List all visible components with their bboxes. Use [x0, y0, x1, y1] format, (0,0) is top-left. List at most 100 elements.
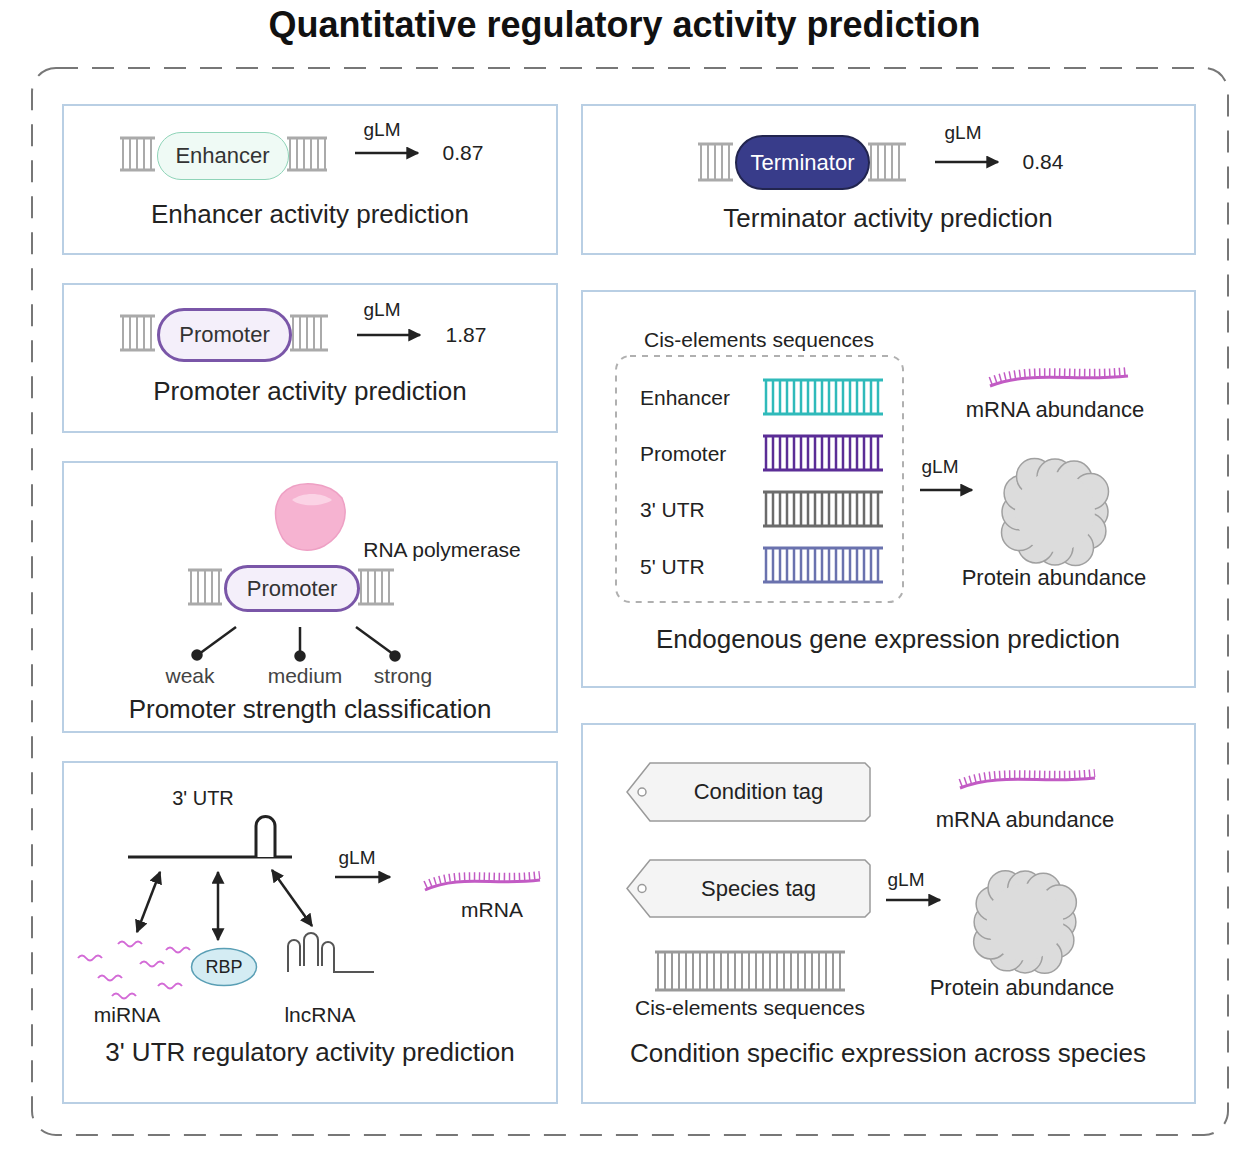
dna-strand [655, 989, 845, 992]
dna-rung [211, 570, 213, 604]
task-panel: EnhancerEnhancer activity prediction [62, 104, 558, 255]
dna-rung [707, 144, 709, 180]
figure-label: 0.87 [443, 141, 484, 165]
protein-blob [1001, 458, 1108, 565]
dna-rung [292, 316, 294, 350]
panel-caption: Promoter activity prediction [153, 377, 467, 407]
dna-rung [856, 548, 859, 582]
dna-rung [856, 380, 859, 414]
panel-caption: Terminator activity prediction [723, 204, 1052, 234]
dna-rung [313, 316, 315, 350]
dna-segment [655, 952, 845, 990]
figure-label: gLM [339, 847, 376, 869]
dna-rung [793, 380, 796, 414]
dna-rung [664, 952, 666, 990]
figure-label: 1.87 [446, 323, 487, 347]
polymerase-shape [275, 484, 345, 550]
diagram-title: Quantitative regulatory activity predict… [0, 4, 1249, 45]
dna-rung [692, 952, 694, 990]
dna-rung [143, 138, 145, 170]
dna-rung [306, 316, 308, 350]
task-panel: PromoterPromoter strength classification [62, 461, 558, 733]
dna-segment [868, 144, 906, 180]
dna-rung [786, 548, 789, 582]
dna-rung [877, 144, 879, 180]
figure-label: mRNA abundance [936, 807, 1115, 832]
dna-rung [786, 492, 789, 526]
dna-rung [289, 138, 291, 170]
dna-strand [868, 143, 906, 146]
dna-rung [721, 144, 723, 180]
dna-rung [779, 436, 782, 470]
dna-rung [839, 952, 841, 990]
dna-rung [811, 952, 813, 990]
dna-rung [765, 492, 768, 526]
mirna-strand [158, 984, 182, 989]
mrna-icon [990, 371, 1128, 386]
figure-label: strong [374, 664, 432, 688]
dna-rung [755, 952, 757, 990]
dna-rung [821, 436, 824, 470]
dna-rung [835, 436, 838, 470]
lncrna-shape [288, 933, 374, 972]
dna-rung [807, 548, 810, 582]
figure-label: medium [268, 664, 343, 688]
shape-label: Promoter [247, 576, 337, 601]
rbp-outline [192, 949, 257, 986]
dna-rung [804, 952, 806, 990]
mirna-strand [140, 962, 164, 967]
dna-rung [870, 548, 873, 582]
dna-strand [287, 169, 327, 172]
outer-dashed-frame [32, 68, 1228, 1135]
mirna-strand [78, 956, 102, 961]
dna-strand [763, 413, 883, 416]
dna-rung [779, 380, 782, 414]
figure-label: Protein abundance [930, 975, 1115, 1000]
dna-strand [120, 169, 155, 172]
dna-segment [698, 144, 733, 180]
dna-rung [762, 952, 764, 990]
dna-rung [204, 570, 206, 604]
dna-rung [129, 138, 131, 170]
dna-segment [763, 380, 883, 414]
dna-rung [388, 570, 390, 604]
task-panel: RBP3' UTR regulatory activity prediction [62, 761, 558, 1104]
tag-outline [627, 860, 870, 917]
dna-strand [358, 569, 394, 572]
figure-label: 3' UTR [172, 787, 234, 810]
dna-rung [870, 492, 873, 526]
dna-rung [793, 492, 796, 526]
dna-rung [772, 492, 775, 526]
glm-arrow [355, 152, 418, 155]
dna-rung [797, 952, 799, 990]
dna-rung [814, 380, 817, 414]
dna-rung [143, 316, 145, 350]
figure-label: gLM [364, 299, 401, 321]
task-panel: Cis-elements sequencesEnhancerPromoter3'… [581, 290, 1196, 688]
dna-rung [800, 548, 803, 582]
dna-rung [870, 144, 872, 180]
dna-strand [290, 349, 328, 352]
dna-rung [807, 492, 810, 526]
dna-rung [765, 380, 768, 414]
rbp-ellipse: RBP [190, 947, 258, 987]
dna-strand [120, 137, 155, 140]
dna-segment [290, 316, 328, 350]
dna-rung [374, 570, 376, 604]
dna-rung [699, 952, 701, 990]
dna-rung [299, 316, 301, 350]
figure-label: 0.84 [1023, 150, 1064, 174]
dna-rung [807, 436, 810, 470]
dna-segment [763, 548, 883, 582]
dna-rung [821, 380, 824, 414]
task-panel: TerminatorTerminator activity prediction [581, 104, 1196, 255]
dna-strand [188, 603, 222, 606]
strength-dot [193, 651, 202, 660]
dna-rung [877, 380, 880, 414]
strength-line [356, 627, 393, 654]
shape-label: Promoter [179, 322, 269, 347]
dna-strand [763, 547, 883, 550]
dna-rung [828, 436, 831, 470]
mirna-strand [112, 994, 136, 999]
